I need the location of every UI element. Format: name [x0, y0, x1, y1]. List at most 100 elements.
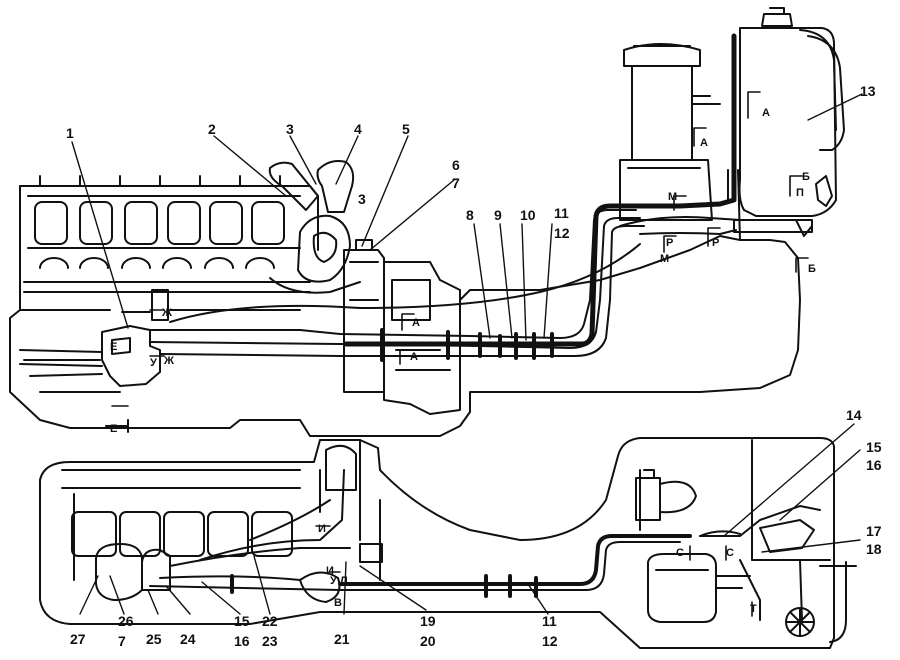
gearbox-housing	[383, 261, 461, 415]
union-fittings-upper	[380, 328, 554, 362]
air-tube	[691, 95, 721, 105]
section-mark-e1: Е	[110, 341, 117, 353]
section-mark-l1: Л	[340, 575, 348, 587]
drain-line	[105, 419, 129, 433]
section-mark-r2: Р	[712, 237, 719, 249]
tank-vent-pipe	[807, 35, 845, 151]
section-mark-s2: С	[726, 547, 734, 559]
callout-1: 1	[66, 125, 74, 141]
engine-block-outline	[9, 185, 801, 437]
callout-12b: 12	[542, 633, 558, 649]
section-mark-m2: М	[660, 253, 669, 265]
callout-7b: 7	[118, 633, 126, 649]
fuel-line-upper-b	[149, 217, 641, 349]
section-mark-v1: В	[334, 597, 342, 609]
tank-cap-valve	[815, 175, 833, 207]
lower-cross-member	[359, 439, 383, 563]
callout-16: 16	[866, 457, 882, 473]
callout-27: 27	[70, 631, 86, 647]
callout-10: 10	[520, 207, 536, 223]
section-mark-b2: Б	[808, 263, 816, 275]
callout-14: 14	[846, 407, 862, 423]
air-cleaner-body	[631, 65, 693, 161]
callout-26: 26	[118, 613, 134, 629]
callout-7: 7	[452, 175, 460, 191]
fuel-filter-body	[343, 249, 385, 393]
lower-engine-cylinders	[71, 511, 293, 557]
lower-fuel-lines	[149, 541, 681, 591]
section-mark-zh2: Ж	[163, 355, 174, 367]
lower-main-fuel-line	[338, 534, 692, 586]
section-mark-m1: М	[668, 191, 677, 203]
turbocharger	[297, 214, 351, 283]
spare-wheel	[785, 607, 815, 637]
air-cleaner-top	[623, 43, 701, 67]
callout-13: 13	[860, 83, 876, 99]
lower-injection-pump	[95, 543, 171, 601]
air-cleaner-base	[619, 159, 713, 221]
callout-numbers: 1 2 3 4 5 6 7 3 8 9 10 11 12 13 14 15 16…	[66, 83, 882, 649]
lower-right-chassis	[751, 559, 857, 643]
section-mark-a1: А	[762, 107, 770, 119]
chassis-frame-outer	[39, 437, 835, 649]
lower-tank-fittings	[699, 505, 821, 621]
callout-25: 25	[146, 631, 162, 647]
callout-5: 5	[402, 121, 410, 137]
leader-lines	[71, 93, 863, 615]
section-mark-i2: И	[326, 565, 334, 577]
section-mark-a4: А	[410, 351, 418, 363]
lower-fittings	[230, 574, 538, 598]
section-mark-s1: С	[676, 547, 684, 559]
section-mark-a3: А	[412, 317, 420, 329]
callout-23: 23	[262, 633, 278, 649]
tank-filler-cap	[761, 7, 793, 27]
callout-2: 2	[208, 121, 216, 137]
section-mark-b1: Б	[802, 171, 810, 183]
exhaust-manifold	[269, 277, 361, 294]
callout-8: 8	[466, 207, 474, 223]
frame-rail	[61, 469, 301, 581]
lower-filter-canister	[635, 469, 697, 521]
callout-20: 20	[420, 633, 436, 649]
exhaust-ports	[39, 257, 275, 269]
callout-21: 21	[334, 631, 350, 647]
section-arrows	[111, 91, 809, 617]
injection-pump	[101, 325, 161, 387]
callout-18: 18	[866, 541, 882, 557]
section-mark-a2: А	[700, 137, 708, 149]
section-mark-i1: И	[318, 523, 326, 535]
callout-3: 3	[286, 121, 294, 137]
lower-filter	[325, 444, 357, 491]
callout-4: 4	[354, 121, 362, 137]
section-mark-zh1: Ж	[161, 307, 172, 319]
lower-turbo	[299, 571, 341, 603]
lower-hoses-to-pump	[199, 469, 345, 561]
tank-base-rail	[733, 219, 813, 237]
return-line-upper	[169, 243, 641, 323]
callout-11b: 11	[542, 613, 557, 629]
cylinder-covers	[34, 201, 285, 245]
callout-24: 24	[180, 631, 196, 647]
pump-feed-lines	[19, 349, 103, 377]
head-studs	[39, 175, 281, 187]
section-mark-p1: П	[796, 187, 804, 199]
section-mark-t1: Т	[750, 603, 757, 615]
section-mark-r1: Р	[666, 237, 673, 249]
head-inner-rail	[27, 195, 301, 249]
callout-3b: 3	[358, 191, 366, 207]
callout-9: 9	[494, 207, 502, 223]
callout-12: 12	[554, 225, 570, 241]
intake-pipe-left	[268, 161, 319, 211]
callout-22: 22	[262, 613, 278, 629]
callout-11: 11	[554, 205, 569, 221]
callout-17: 17	[866, 523, 882, 539]
lower-frame-inner	[319, 469, 381, 581]
section-letters: А А А А Б Б В Е Е Ж Ж И И Л М М П Р Р С …	[110, 107, 816, 615]
callout-19: 19	[420, 613, 436, 629]
section-mark-u1: У	[330, 575, 337, 587]
main-fuel-line	[343, 33, 737, 347]
lower-fuel-tank	[647, 553, 717, 623]
upper-right-hoses	[619, 216, 741, 235]
